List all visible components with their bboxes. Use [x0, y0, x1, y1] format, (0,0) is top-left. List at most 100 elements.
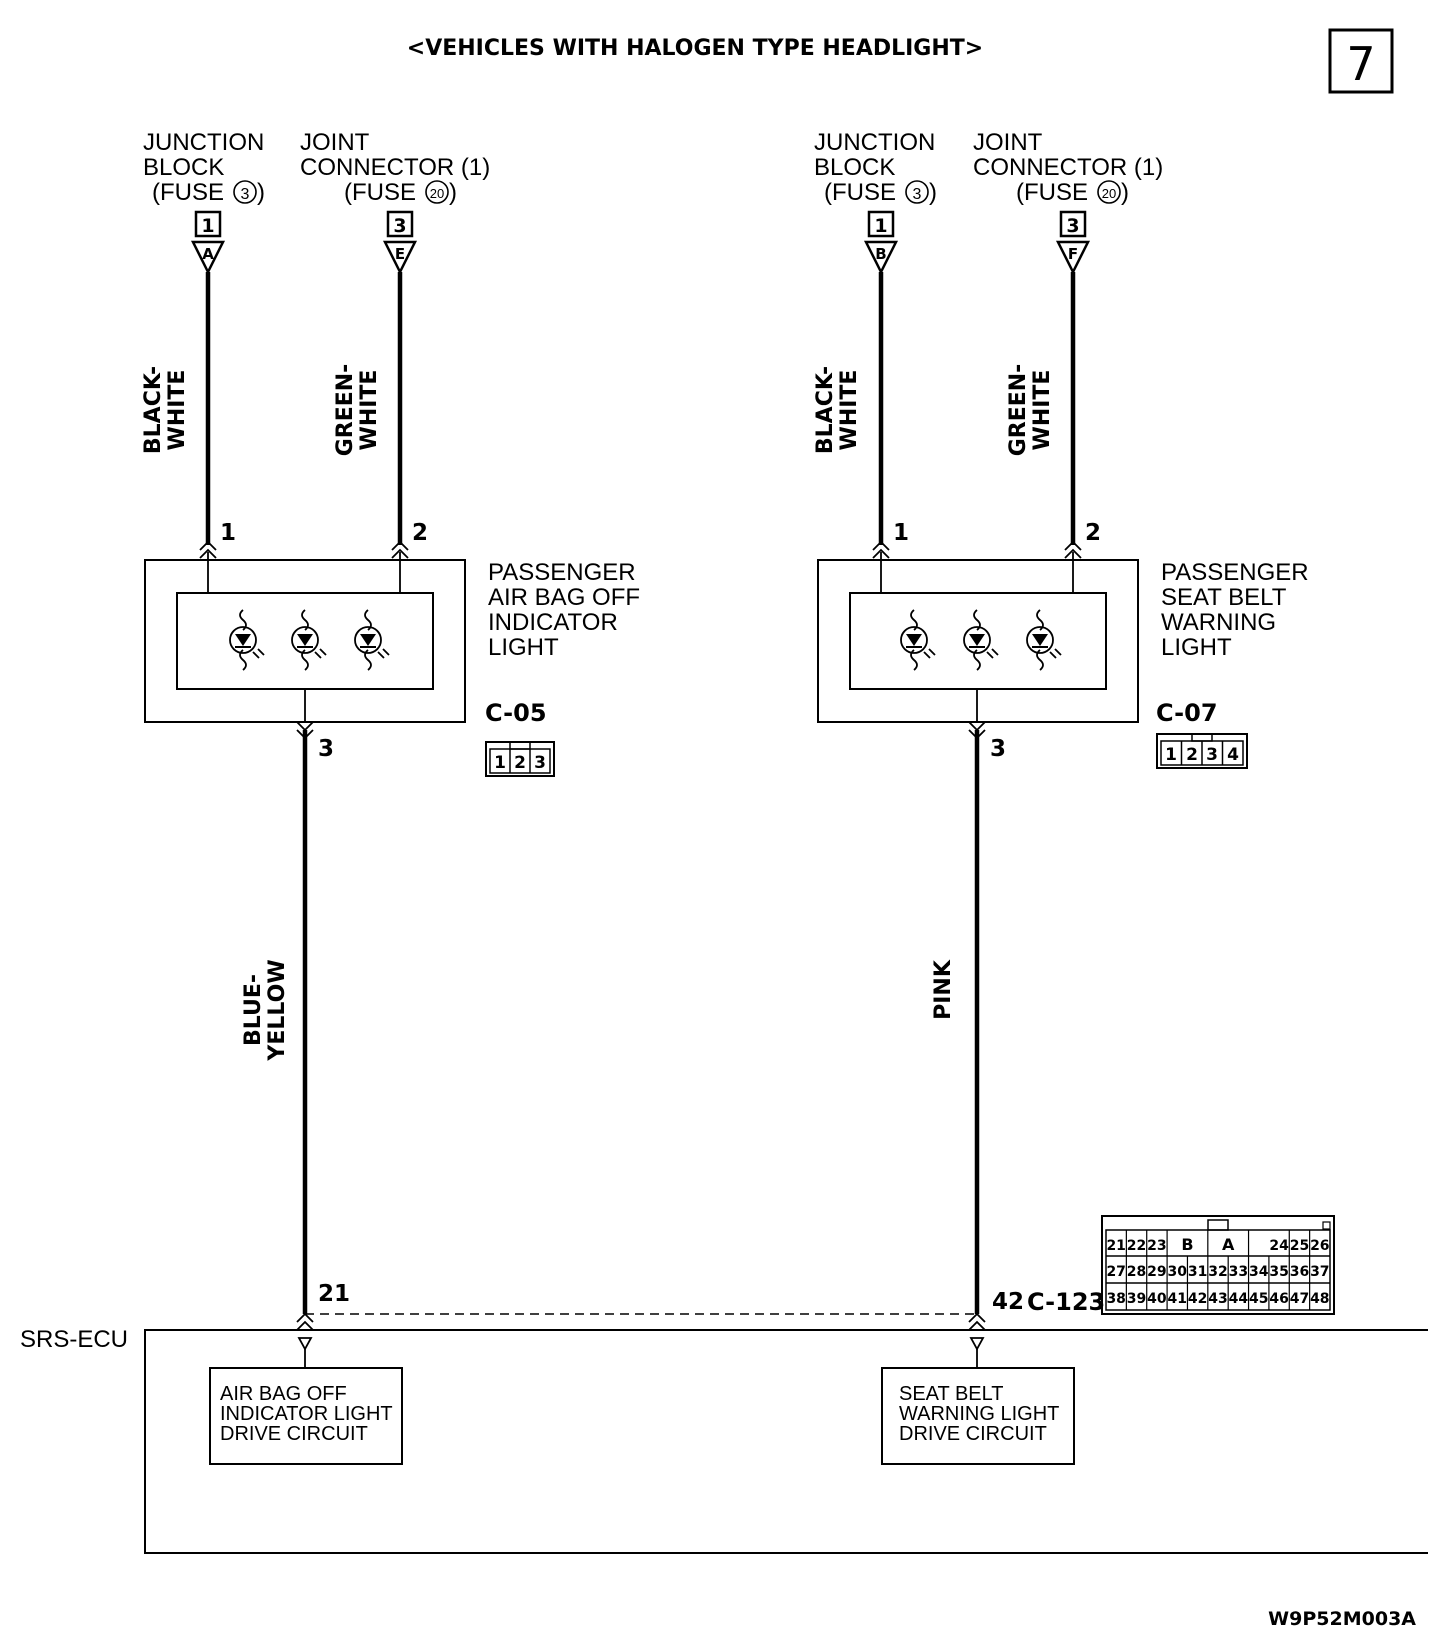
- terminal-letter: E: [395, 245, 405, 263]
- led-icon: [963, 609, 999, 671]
- fuse-number: 20: [1102, 186, 1116, 201]
- svg-text:LIGHT: LIGHT: [1161, 634, 1232, 661]
- svg-text:WHITE: WHITE: [165, 370, 190, 451]
- fuse-suffix: ): [1121, 179, 1129, 206]
- source-name-line: BLOCK: [814, 154, 895, 181]
- pin-arrow-icon: [199, 540, 217, 559]
- source-name-line: JUNCTION: [143, 129, 264, 156]
- left-source-a-label: JUNCTION BLOCK (FUSE 3 ): [143, 129, 265, 206]
- connector-pin: 2: [1186, 745, 1198, 765]
- source-name-line: JOINT: [300, 129, 370, 156]
- connector-pin: 3: [534, 753, 546, 773]
- page-number: 7: [1346, 37, 1375, 91]
- connector-pin: 2: [514, 753, 526, 773]
- connector-number: 1: [874, 215, 887, 237]
- diagram-title: <VEHICLES WITH HALOGEN TYPE HEADLIGHT>: [407, 36, 983, 61]
- svg-text:WHITE: WHITE: [837, 370, 862, 451]
- connector-face-c07: 1 2 3 4: [1156, 733, 1248, 769]
- ecu-connector-pin: 37: [1310, 1264, 1329, 1280]
- connector-number-box: [1059, 210, 1087, 238]
- svg-text:DRIVE CIRCUIT: DRIVE CIRCUIT: [899, 1423, 1047, 1445]
- svg-text:BLACK-: BLACK-: [813, 366, 838, 454]
- ecu-connector-pin: 34: [1249, 1264, 1269, 1280]
- ecu-connector-pin: 24: [1269, 1238, 1289, 1254]
- pin-label: 42: [992, 1289, 1024, 1315]
- svg-text:DRIVE CIRCUIT: DRIVE CIRCUIT: [220, 1423, 368, 1445]
- connector-number-box: [867, 210, 895, 238]
- connector-number: 3: [1066, 215, 1079, 237]
- component-name: PASSENGER AIR BAG OFF INDICATOR LIGHT: [488, 559, 640, 661]
- ecu-connector-pin: 44: [1229, 1291, 1249, 1307]
- svg-text:LIGHT: LIGHT: [488, 634, 559, 661]
- component-outline: [817, 559, 1139, 723]
- wire-color-label: BLUE- YELLOW: [241, 959, 290, 1061]
- ecu-connector-pin: 30: [1168, 1264, 1188, 1280]
- fuse-prefix: (FUSE: [1016, 179, 1088, 206]
- ecu-connector-pin: 27: [1106, 1264, 1125, 1280]
- ecu-connector-pin: 35: [1269, 1264, 1288, 1280]
- svg-text:PASSENGER: PASSENGER: [1161, 559, 1309, 586]
- wire-color-label: BLACK- WHITE: [141, 366, 190, 454]
- fuse-number: 3: [913, 186, 922, 203]
- fuse-number: 20: [430, 186, 444, 201]
- pin-arrow-icon: [872, 540, 890, 559]
- fuse-suffix: ): [449, 179, 457, 206]
- component-name: PASSENGER SEAT BELT WARNING LIGHT: [1161, 559, 1309, 661]
- ecu-connector-pin: 36: [1290, 1264, 1309, 1280]
- fuse-prefix: (FUSE: [152, 179, 224, 206]
- ecu-connector-pin: 32: [1208, 1264, 1227, 1280]
- source-name-line: CONNECTOR (1): [973, 154, 1163, 181]
- source-name-line: CONNECTOR (1): [300, 154, 490, 181]
- svg-text:GREEN-: GREEN-: [1006, 364, 1031, 457]
- svg-text:PINK: PINK: [931, 959, 956, 1020]
- svg-text:YELLOW: YELLOW: [265, 959, 290, 1061]
- pin-label: 3: [318, 736, 334, 762]
- ecu-connector-pin: 43: [1208, 1291, 1227, 1307]
- ecu-connector-pin: 40: [1147, 1291, 1167, 1307]
- ecu-connector-pin: 31: [1188, 1264, 1207, 1280]
- ecu-connector-pin: 46: [1269, 1291, 1288, 1307]
- right-source-a-label: JUNCTION BLOCK (FUSE 3 ): [814, 129, 937, 206]
- pin-label: 2: [412, 520, 428, 546]
- svg-text:WARNING: WARNING: [1161, 609, 1276, 636]
- connector-id: C-07: [1156, 699, 1218, 727]
- fuse-prefix: (FUSE: [824, 179, 896, 206]
- led-icon: [229, 609, 265, 671]
- ecu-connector-pin: 33: [1229, 1264, 1248, 1280]
- svg-text:AIR BAG OFF: AIR BAG OFF: [488, 584, 640, 611]
- source-name-line: JOINT: [973, 129, 1043, 156]
- connector-pin: 1: [1165, 745, 1177, 765]
- right-source-b-label: JOINT CONNECTOR (1) (FUSE 20 ): [973, 129, 1163, 206]
- led-array-box: [849, 592, 1107, 690]
- connector-number: 1: [201, 215, 214, 237]
- connector-pin: 4: [1227, 745, 1239, 765]
- pin-label: 3: [990, 736, 1006, 762]
- pin-label: 1: [893, 520, 909, 546]
- connector-number: 3: [393, 215, 406, 237]
- airbag-drive-circuit-block: AIR BAG OFF INDICATOR LIGHT DRIVE CIRCUI…: [209, 1367, 403, 1465]
- svg-text:PASSENGER: PASSENGER: [488, 559, 636, 586]
- svg-text:WHITE: WHITE: [357, 370, 382, 451]
- svg-text:AIR BAG OFF: AIR BAG OFF: [220, 1383, 347, 1405]
- right-circuit: JUNCTION BLOCK (FUSE 3 ) 1 B JOINT CONNE…: [813, 129, 1309, 1331]
- ecu-connector-pin: 28: [1127, 1264, 1146, 1280]
- source-name-line: JUNCTION: [814, 129, 935, 156]
- ecu-connector-pin: 42: [1188, 1291, 1207, 1307]
- terminal-triangle-icon: [190, 240, 226, 275]
- svg-text:SEAT BELT: SEAT BELT: [899, 1383, 1003, 1405]
- terminal-letter: A: [202, 245, 214, 263]
- pin-label: 21: [318, 1281, 350, 1307]
- ecu-connector-pin: 45: [1249, 1291, 1268, 1307]
- wire-color-label: GREEN- WHITE: [333, 364, 382, 457]
- ecu-outline: [144, 1329, 1428, 1554]
- ecu-input-triangle-icon: [969, 1337, 985, 1351]
- connector-number-box: [194, 210, 222, 238]
- fuse-circle-icon: [233, 180, 257, 204]
- terminal-letter: F: [1068, 245, 1078, 263]
- svg-text:BLUE-: BLUE-: [241, 974, 266, 1046]
- ecu-connector-pin: 39: [1127, 1291, 1146, 1307]
- pin-arrow-icon: [1064, 540, 1082, 559]
- terminal-letter: B: [875, 245, 886, 263]
- pin-arrow-icon: [296, 1312, 314, 1331]
